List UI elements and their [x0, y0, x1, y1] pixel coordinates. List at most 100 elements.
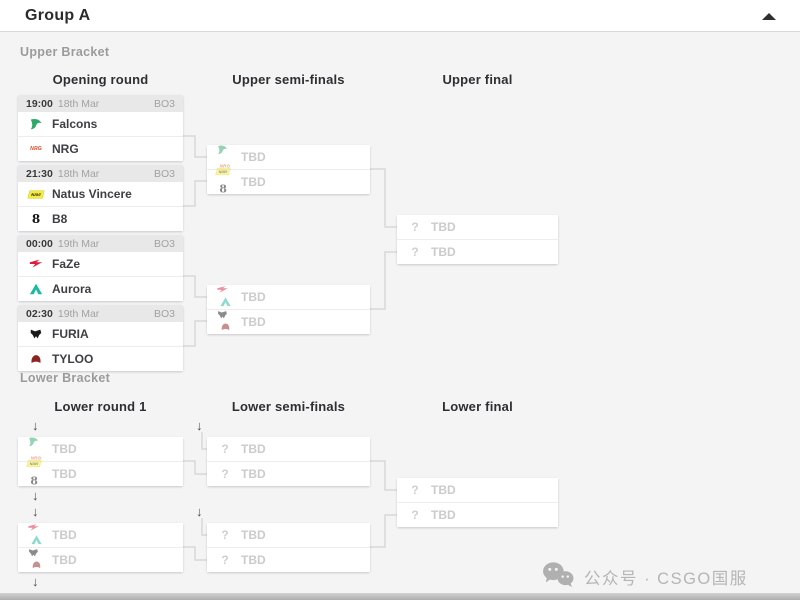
upper-match-4-card[interactable]: 02:30 19th Mar BO3 FURIA TYLOO [18, 305, 183, 371]
tbd-label: TBD [241, 528, 266, 542]
match-format-badge: BO3 [153, 97, 175, 110]
upper-match-3-card[interactable]: 00:00 19th Mar BO3 FaZe Aurora [18, 235, 183, 301]
match-time: 00:00 [26, 237, 53, 250]
lower-semi-final-2-card[interactable]: TBD TBD [207, 523, 370, 572]
possible-teams-icons [26, 548, 46, 572]
lower-bracket-label: Lower Bracket [20, 371, 111, 385]
team-row-nrg[interactable]: NRG [18, 136, 183, 161]
match-time: 19:00 [26, 97, 53, 110]
question-icon [405, 221, 425, 233]
tbd-slot[interactable]: TBD [18, 437, 183, 461]
navi-logo-icon [215, 168, 231, 175]
wechat-icon [541, 560, 575, 593]
team-row-natus-vincere[interactable]: Natus Vincere [18, 182, 183, 206]
column-header-lower-round-1: Lower round 1 [54, 399, 147, 414]
tbd-slot[interactable]: TBD [397, 239, 558, 264]
tbd-slot[interactable]: TBD [207, 461, 370, 486]
upper-match-2-card[interactable]: 21:30 18th Mar BO3 Natus Vincere B8 [18, 165, 183, 231]
team-name: Aurora [52, 282, 92, 296]
loser-drop-arrow-down-icon [32, 489, 39, 502]
tbd-label: TBD [431, 483, 456, 497]
tbd-label: TBD [241, 315, 266, 329]
b8-logo-icon [219, 181, 227, 197]
tbd-label: TBD [241, 553, 266, 567]
tbd-slot[interactable]: TBD [18, 547, 183, 572]
tbd-slot[interactable]: TBD [207, 523, 370, 547]
lower-semi-final-1-card[interactable]: TBD TBD [207, 437, 370, 486]
team-name: TYLOO [52, 352, 94, 366]
match-header: 21:30 18th Mar BO3 [18, 165, 183, 182]
lower-round1-match-2-card[interactable]: TBD TBD [18, 523, 183, 572]
nrg-logo-icon [26, 146, 46, 152]
question-icon [215, 554, 235, 566]
group-title: Group A [25, 7, 91, 24]
watermark-text: 公众号 · CSGO国服 [584, 569, 748, 588]
tbd-slot[interactable]: TBD [207, 145, 370, 169]
tbd-slot[interactable]: TBD [397, 502, 558, 527]
team-row-aurora[interactable]: Aurora [18, 276, 183, 301]
match-format-badge: BO3 [153, 167, 175, 180]
tbd-label: TBD [52, 442, 77, 456]
tbd-slot[interactable]: TBD [207, 285, 370, 309]
tbd-label: TBD [241, 175, 266, 189]
tbd-label: TBD [431, 245, 456, 259]
team-row-falcons[interactable]: Falcons [18, 112, 183, 136]
tbd-slot[interactable]: TBD [207, 168, 370, 197]
possible-teams-icons [215, 310, 235, 334]
match-header: 19:00 18th Mar BO3 [18, 95, 183, 112]
match-time: 02:30 [26, 307, 53, 320]
tbd-slot[interactable]: TBD [397, 478, 558, 502]
tbd-label: TBD [241, 442, 266, 456]
tbd-label: TBD [241, 150, 266, 164]
upper-final-card[interactable]: TBD TBD [397, 215, 558, 264]
tbd-slot[interactable]: TBD [397, 215, 558, 239]
upper-semi-final-2-card[interactable]: TBD TBD [207, 285, 370, 334]
furia-logo-icon [26, 327, 46, 341]
column-header-opening-round: Opening round [52, 72, 149, 87]
upper-bracket-label: Upper Bracket [20, 45, 110, 59]
b8-logo-icon [30, 473, 38, 489]
question-icon [215, 468, 235, 480]
team-name: FaZe [52, 257, 81, 271]
collapse-caret-up-icon[interactable] [762, 13, 776, 20]
tbd-slot[interactable]: TBD [18, 460, 183, 489]
possible-teams-icons [26, 460, 46, 489]
team-row-tyloo[interactable]: TYLOO [18, 346, 183, 371]
loser-drop-arrow-down-icon [32, 575, 39, 588]
match-header: 00:00 19th Mar BO3 [18, 235, 183, 252]
question-icon [405, 246, 425, 258]
loser-drop-arrow-down-icon [196, 419, 203, 432]
team-row-faze[interactable]: FaZe [18, 252, 183, 276]
possible-teams-icons [215, 145, 235, 169]
team-row-furia[interactable]: FURIA [18, 322, 183, 346]
tbd-slot[interactable]: TBD [207, 309, 370, 334]
possible-teams-icons [26, 437, 46, 461]
tbd-label: TBD [52, 528, 77, 542]
team-name: B8 [52, 212, 68, 226]
tbd-slot[interactable]: TBD [18, 523, 183, 547]
column-header-lower-final: Lower final [442, 399, 513, 414]
group-header-bar: Group A [0, 0, 800, 32]
lower-final-card[interactable]: TBD TBD [397, 478, 558, 527]
tbd-slot[interactable]: TBD [207, 437, 370, 461]
question-icon [215, 443, 235, 455]
tbd-label: TBD [241, 467, 266, 481]
lower-round1-match-1-card[interactable]: TBD TBD [18, 437, 183, 489]
upper-match-1-card[interactable]: 19:00 18th Mar BO3 Falcons NRG [18, 95, 183, 161]
match-format-badge: BO3 [153, 307, 175, 320]
loser-drop-arrow-down-icon [196, 505, 203, 518]
possible-teams-icons [215, 168, 235, 197]
team-row-b8[interactable]: B8 [18, 206, 183, 231]
tbd-label: TBD [52, 467, 77, 481]
tyloo-logo-icon [31, 559, 43, 575]
match-date: 19th Mar [57, 237, 100, 250]
tbd-label: TBD [431, 220, 456, 234]
question-icon [215, 529, 235, 541]
match-time: 21:30 [26, 167, 53, 180]
nrg-logo-icon [31, 448, 42, 464]
tbd-label: TBD [431, 508, 456, 522]
bottom-edge-bar [0, 593, 800, 600]
tbd-slot[interactable]: TBD [207, 547, 370, 572]
upper-semi-final-1-card[interactable]: TBD TBD [207, 145, 370, 197]
